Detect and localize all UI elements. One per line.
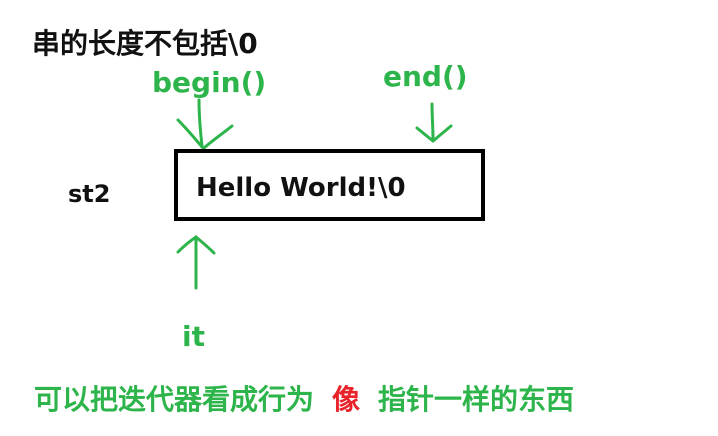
string-box: Hello World!\0 <box>174 149 485 221</box>
string-value: Hello World!\0 <box>196 173 406 203</box>
begin-label: begin() <box>152 66 267 99</box>
caption-highlight: 像 <box>332 383 361 416</box>
diagram-title: 串的长度不包括\0 <box>32 27 258 60</box>
end-label: end() <box>383 60 468 93</box>
begin-arrow-icon <box>176 98 234 150</box>
end-arrow-icon <box>415 102 453 143</box>
it-arrow-icon <box>176 235 216 290</box>
iterator-label: it <box>182 320 205 353</box>
caption-part-2: 指针一样的东西 <box>378 383 575 416</box>
variable-name: st2 <box>68 180 111 208</box>
caption: 可以把迭代器看成行为像指针一样的东西 <box>34 378 574 418</box>
caption-part-1: 可以把迭代器看成行为 <box>34 383 315 416</box>
